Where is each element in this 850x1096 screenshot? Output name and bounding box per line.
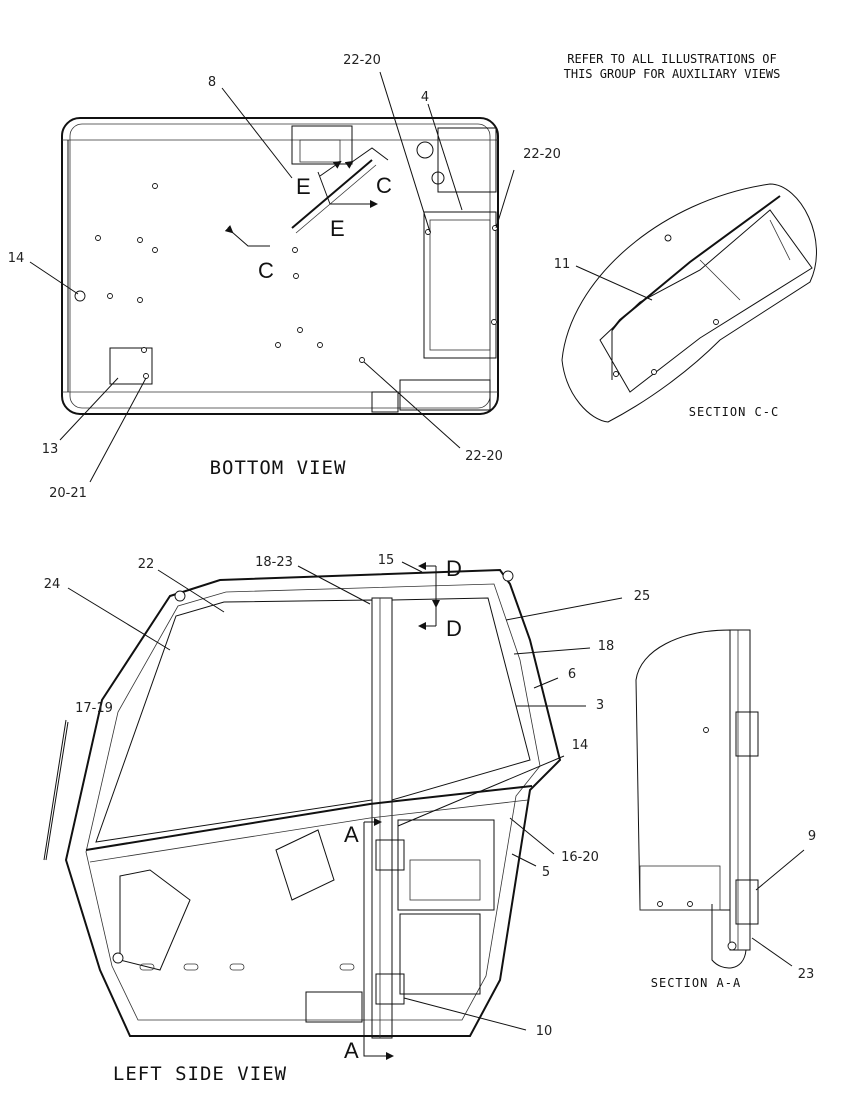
section-d-letter-bottom: D bbox=[446, 616, 462, 641]
note-line-2: THIS GROUP FOR AUXILIARY VIEWS bbox=[564, 67, 781, 81]
callout-6: 6 bbox=[568, 667, 576, 682]
section-a-letter-bottom: A bbox=[344, 1038, 359, 1063]
bottom-view-title: BOTTOM VIEW bbox=[210, 457, 347, 479]
bottom-view-drawing bbox=[61, 117, 499, 415]
section-c-letter-left: C bbox=[258, 258, 274, 283]
section-c-letter-right: C bbox=[376, 173, 392, 198]
callout-14-bottom: 14 bbox=[8, 251, 25, 266]
section-a-letter-top: A bbox=[344, 822, 359, 847]
callout-18-23: 18-23 bbox=[255, 555, 293, 570]
callout-24: 24 bbox=[44, 577, 61, 592]
note-line-1: REFER TO ALL ILLUSTRATIONS OF bbox=[567, 52, 777, 66]
section-a-a-drawing bbox=[635, 629, 759, 969]
section-c-marker-bottom: C C bbox=[224, 147, 392, 283]
callout-22: 22 bbox=[138, 557, 155, 572]
callout-16-20: 16-20 bbox=[561, 850, 599, 865]
section-d-letter-top: D bbox=[446, 556, 462, 581]
left-side-view-drawing bbox=[43, 568, 562, 1039]
section-c-c-title: SECTION C-C bbox=[689, 405, 779, 419]
callout-22-20-top: 22-20 bbox=[343, 53, 381, 68]
callout-8: 8 bbox=[208, 75, 216, 90]
section-a-marker: A A bbox=[344, 818, 394, 1063]
callout-23: 23 bbox=[798, 967, 815, 982]
callout-20-21: 20-21 bbox=[49, 486, 87, 501]
callout-5: 5 bbox=[542, 865, 550, 880]
section-e-letter-bottom: E bbox=[330, 216, 345, 241]
section-e-letter-top: E bbox=[296, 174, 311, 199]
callout-9: 9 bbox=[808, 829, 816, 844]
section-c-c-drawing bbox=[561, 183, 817, 423]
callout-11: 11 bbox=[554, 257, 571, 272]
callout-18: 18 bbox=[598, 639, 615, 654]
callout-25: 25 bbox=[634, 589, 651, 604]
callout-14-side: 14 bbox=[572, 738, 589, 753]
section-a-a-title: SECTION A-A bbox=[651, 976, 741, 990]
callout-13: 13 bbox=[42, 442, 59, 457]
callout-10: 10 bbox=[536, 1024, 553, 1039]
callout-17-19: 17-19 bbox=[75, 701, 113, 716]
callout-3: 3 bbox=[596, 698, 604, 713]
section-e-marker-bottom: E E bbox=[296, 160, 378, 241]
callout-4: 4 bbox=[421, 90, 429, 105]
left-side-view-title: LEFT SIDE VIEW bbox=[113, 1063, 287, 1085]
callout-22-20-right: 22-20 bbox=[523, 147, 561, 162]
section-d-marker: D D bbox=[418, 556, 462, 641]
callout-22-20-bottom: 22-20 bbox=[465, 449, 503, 464]
callout-15: 15 bbox=[378, 553, 395, 568]
